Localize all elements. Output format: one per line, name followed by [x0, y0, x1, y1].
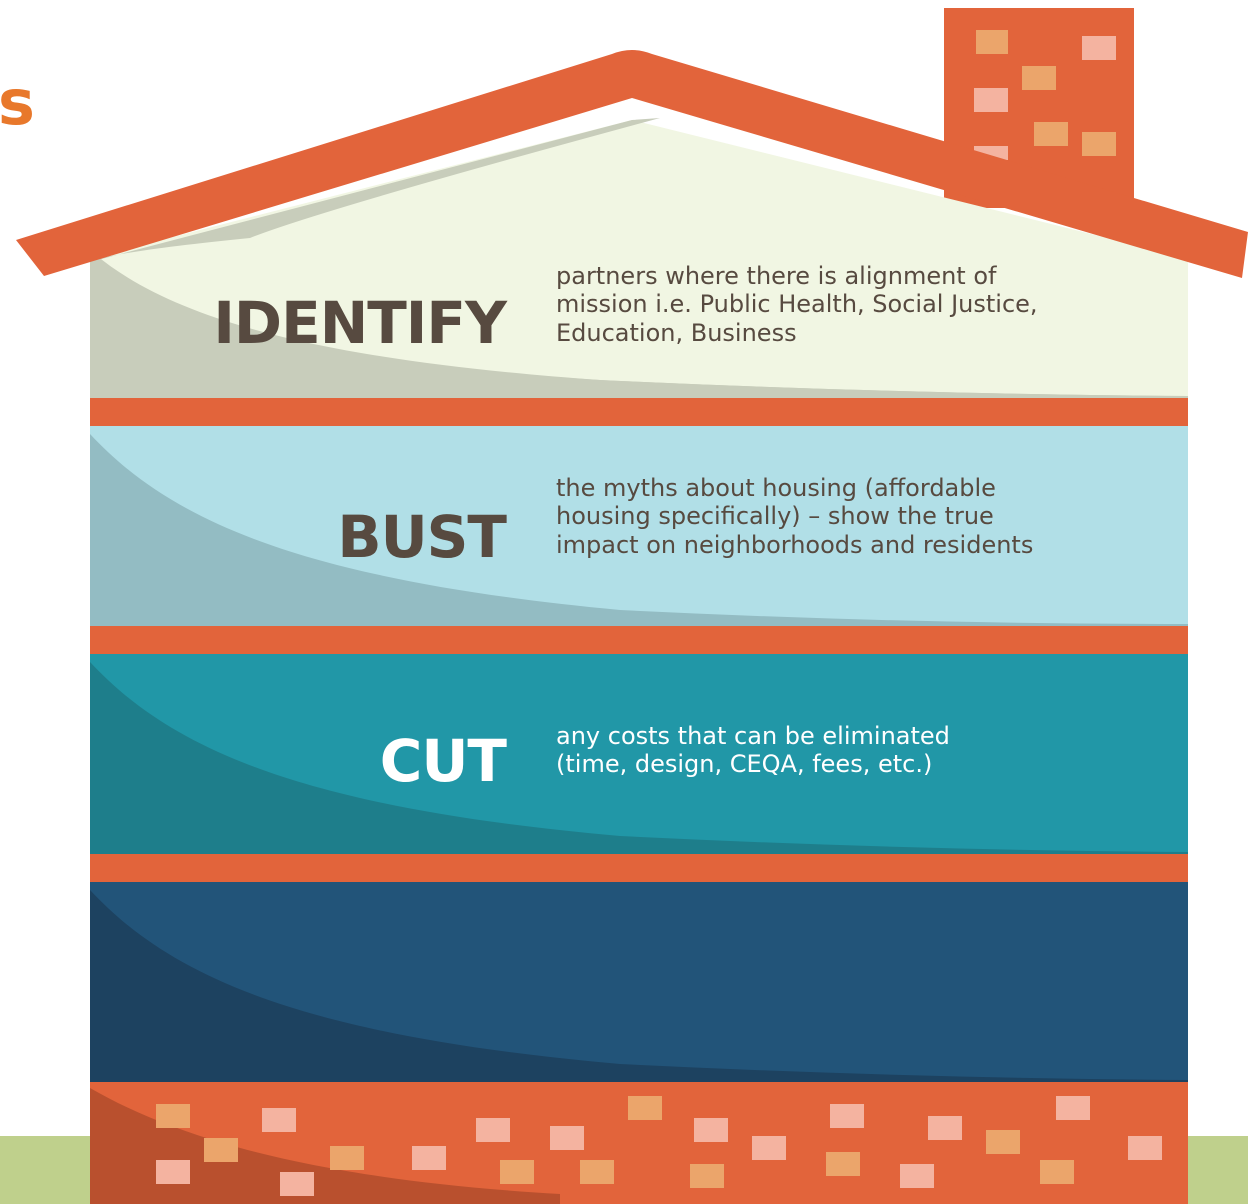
description-line: housing specifically) – show the true: [556, 502, 994, 531]
title-fragment: s: [0, 66, 35, 139]
cut-description: any costs that can be eliminated (time, …: [556, 722, 1166, 779]
description-line: the myths about housing (affordable: [556, 474, 996, 502]
description-line: partners where there is alignment of: [556, 262, 997, 290]
cut-keyword: CUT: [379, 727, 507, 795]
identify-wave: [90, 250, 1188, 400]
description-line: impact on neighborhoods and residents: [556, 530, 1034, 559]
identify-keyword: IDENTIFY: [213, 289, 507, 357]
description-line: Education, Business: [556, 318, 797, 347]
bust-description: the myths about housing (affordable hous…: [556, 474, 1166, 559]
floor-separator: [90, 626, 1188, 654]
floor-separator: [90, 854, 1188, 882]
cut-band: [90, 654, 1188, 854]
floor-separator: [90, 398, 1188, 426]
navy-band: [90, 882, 1188, 1082]
roof: [16, 50, 1248, 278]
bust-keyword: BUST: [337, 503, 507, 571]
description-line: any costs that can be eliminated: [556, 722, 950, 750]
description-line: mission i.e. Public Health, Social Justi…: [556, 290, 1038, 319]
identify-description: partners where there is alignment of mis…: [556, 262, 1166, 347]
brick-foundation: [90, 1082, 1188, 1204]
description-line: (time, design, CEQA, fees, etc.): [556, 750, 933, 779]
bust-band: [90, 426, 1188, 626]
